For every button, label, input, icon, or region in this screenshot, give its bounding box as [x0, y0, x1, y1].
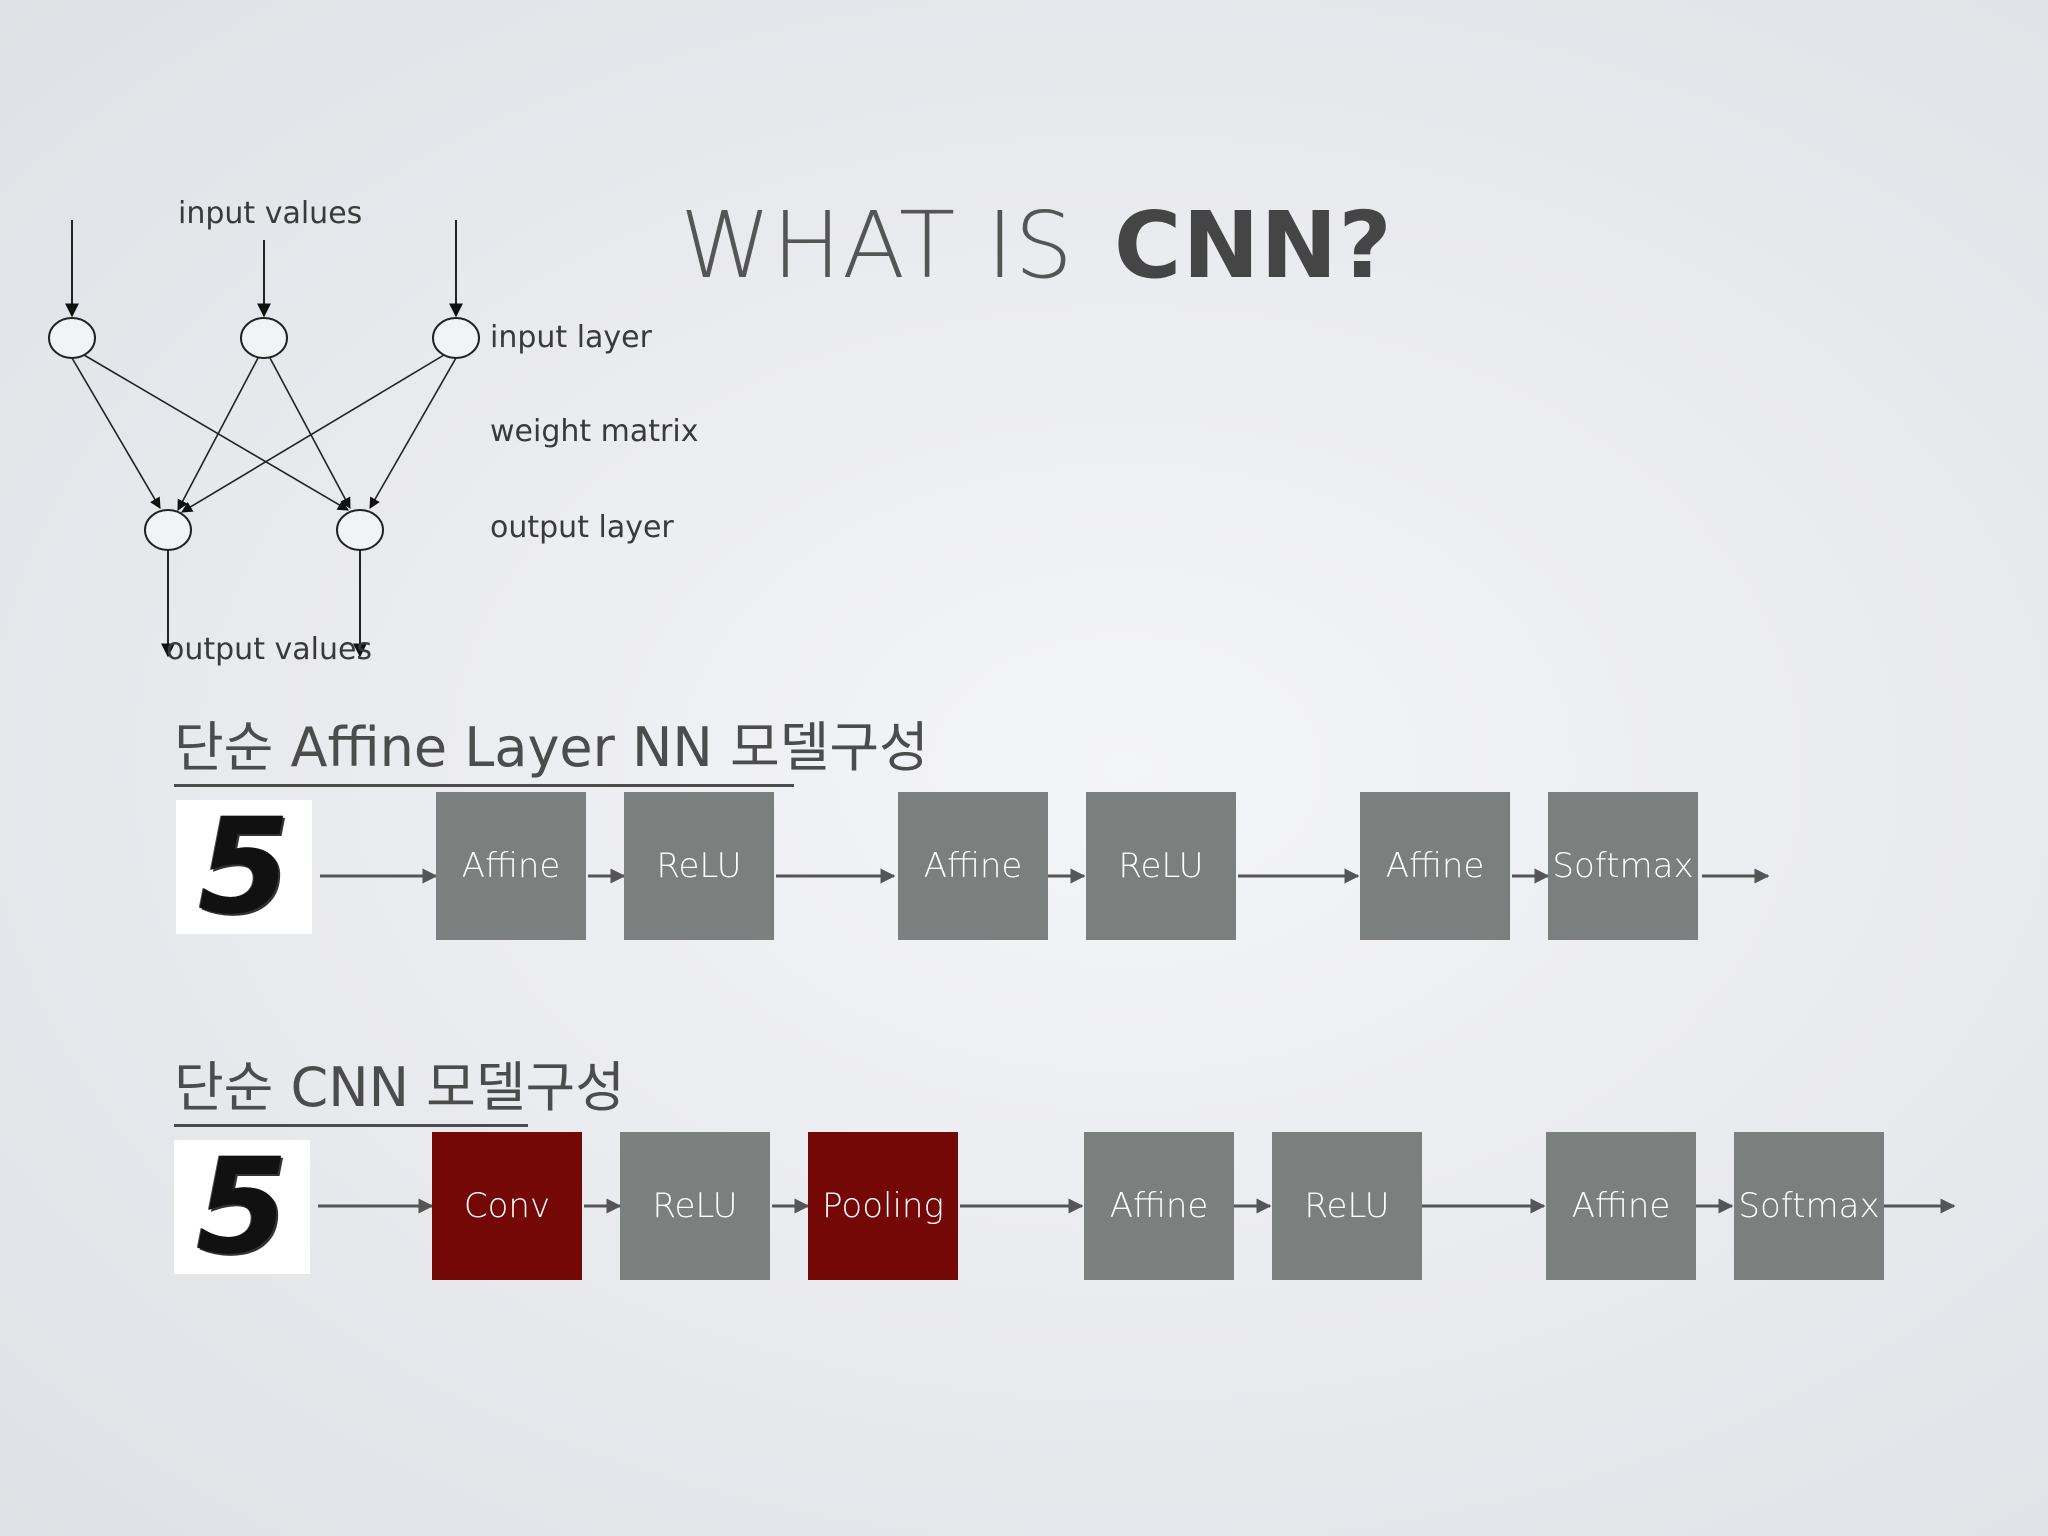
- output-values-label: output values: [166, 632, 373, 667]
- cnn-block-conv: Conv: [432, 1132, 582, 1280]
- weight-edge: [177, 357, 259, 511]
- weight-edge: [369, 357, 457, 509]
- cnn-model-heading: 단순 CNN 모델구성: [174, 1054, 625, 1127]
- affine-block-affine-2: Affine: [898, 792, 1048, 940]
- input-node-3: [432, 317, 480, 359]
- weight-edge: [71, 357, 161, 509]
- cnn-input-digit-image: 5: [174, 1140, 310, 1274]
- weight-matrix-label: weight matrix: [490, 414, 699, 449]
- input-values-label: input values: [178, 196, 363, 231]
- cnn-block-relu-2: ReLU: [1272, 1132, 1422, 1280]
- weight-edge: [181, 354, 445, 513]
- affine-block-relu-2: ReLU: [1086, 792, 1236, 940]
- cnn-block-affine-1: Affine: [1084, 1132, 1234, 1280]
- affine-model-heading: 단순 Affine Layer NN 모델구성: [174, 714, 929, 787]
- affine-input-digit-image: 5: [176, 800, 312, 934]
- affine-block-relu-1: ReLU: [624, 792, 774, 940]
- affine-block-affine-3: Affine: [1360, 792, 1510, 940]
- cnn-block-softmax: Softmax: [1734, 1132, 1884, 1280]
- output-node-1: [144, 509, 192, 551]
- output-node-2: [336, 509, 384, 551]
- weight-edge: [269, 357, 351, 509]
- affine-block-softmax: Softmax: [1548, 792, 1698, 940]
- cnn-block-pooling: Pooling: [808, 1132, 958, 1280]
- digit-five: 5: [198, 790, 290, 944]
- digit-five: 5: [196, 1130, 288, 1284]
- cnn-block-affine-2: Affine: [1546, 1132, 1696, 1280]
- input-node-2: [240, 317, 288, 359]
- output-layer-label: output layer: [490, 510, 674, 545]
- cnn-block-relu-1: ReLU: [620, 1132, 770, 1280]
- weight-edge: [83, 354, 349, 511]
- affine-block-affine-1: Affine: [436, 792, 586, 940]
- input-node-1: [48, 317, 96, 359]
- title-prefix: WHAT IS: [680, 192, 1074, 299]
- slide-title: WHAT IS CNN?: [680, 192, 1393, 299]
- input-layer-label: input layer: [490, 320, 652, 355]
- title-emphasis: CNN?: [1113, 192, 1393, 299]
